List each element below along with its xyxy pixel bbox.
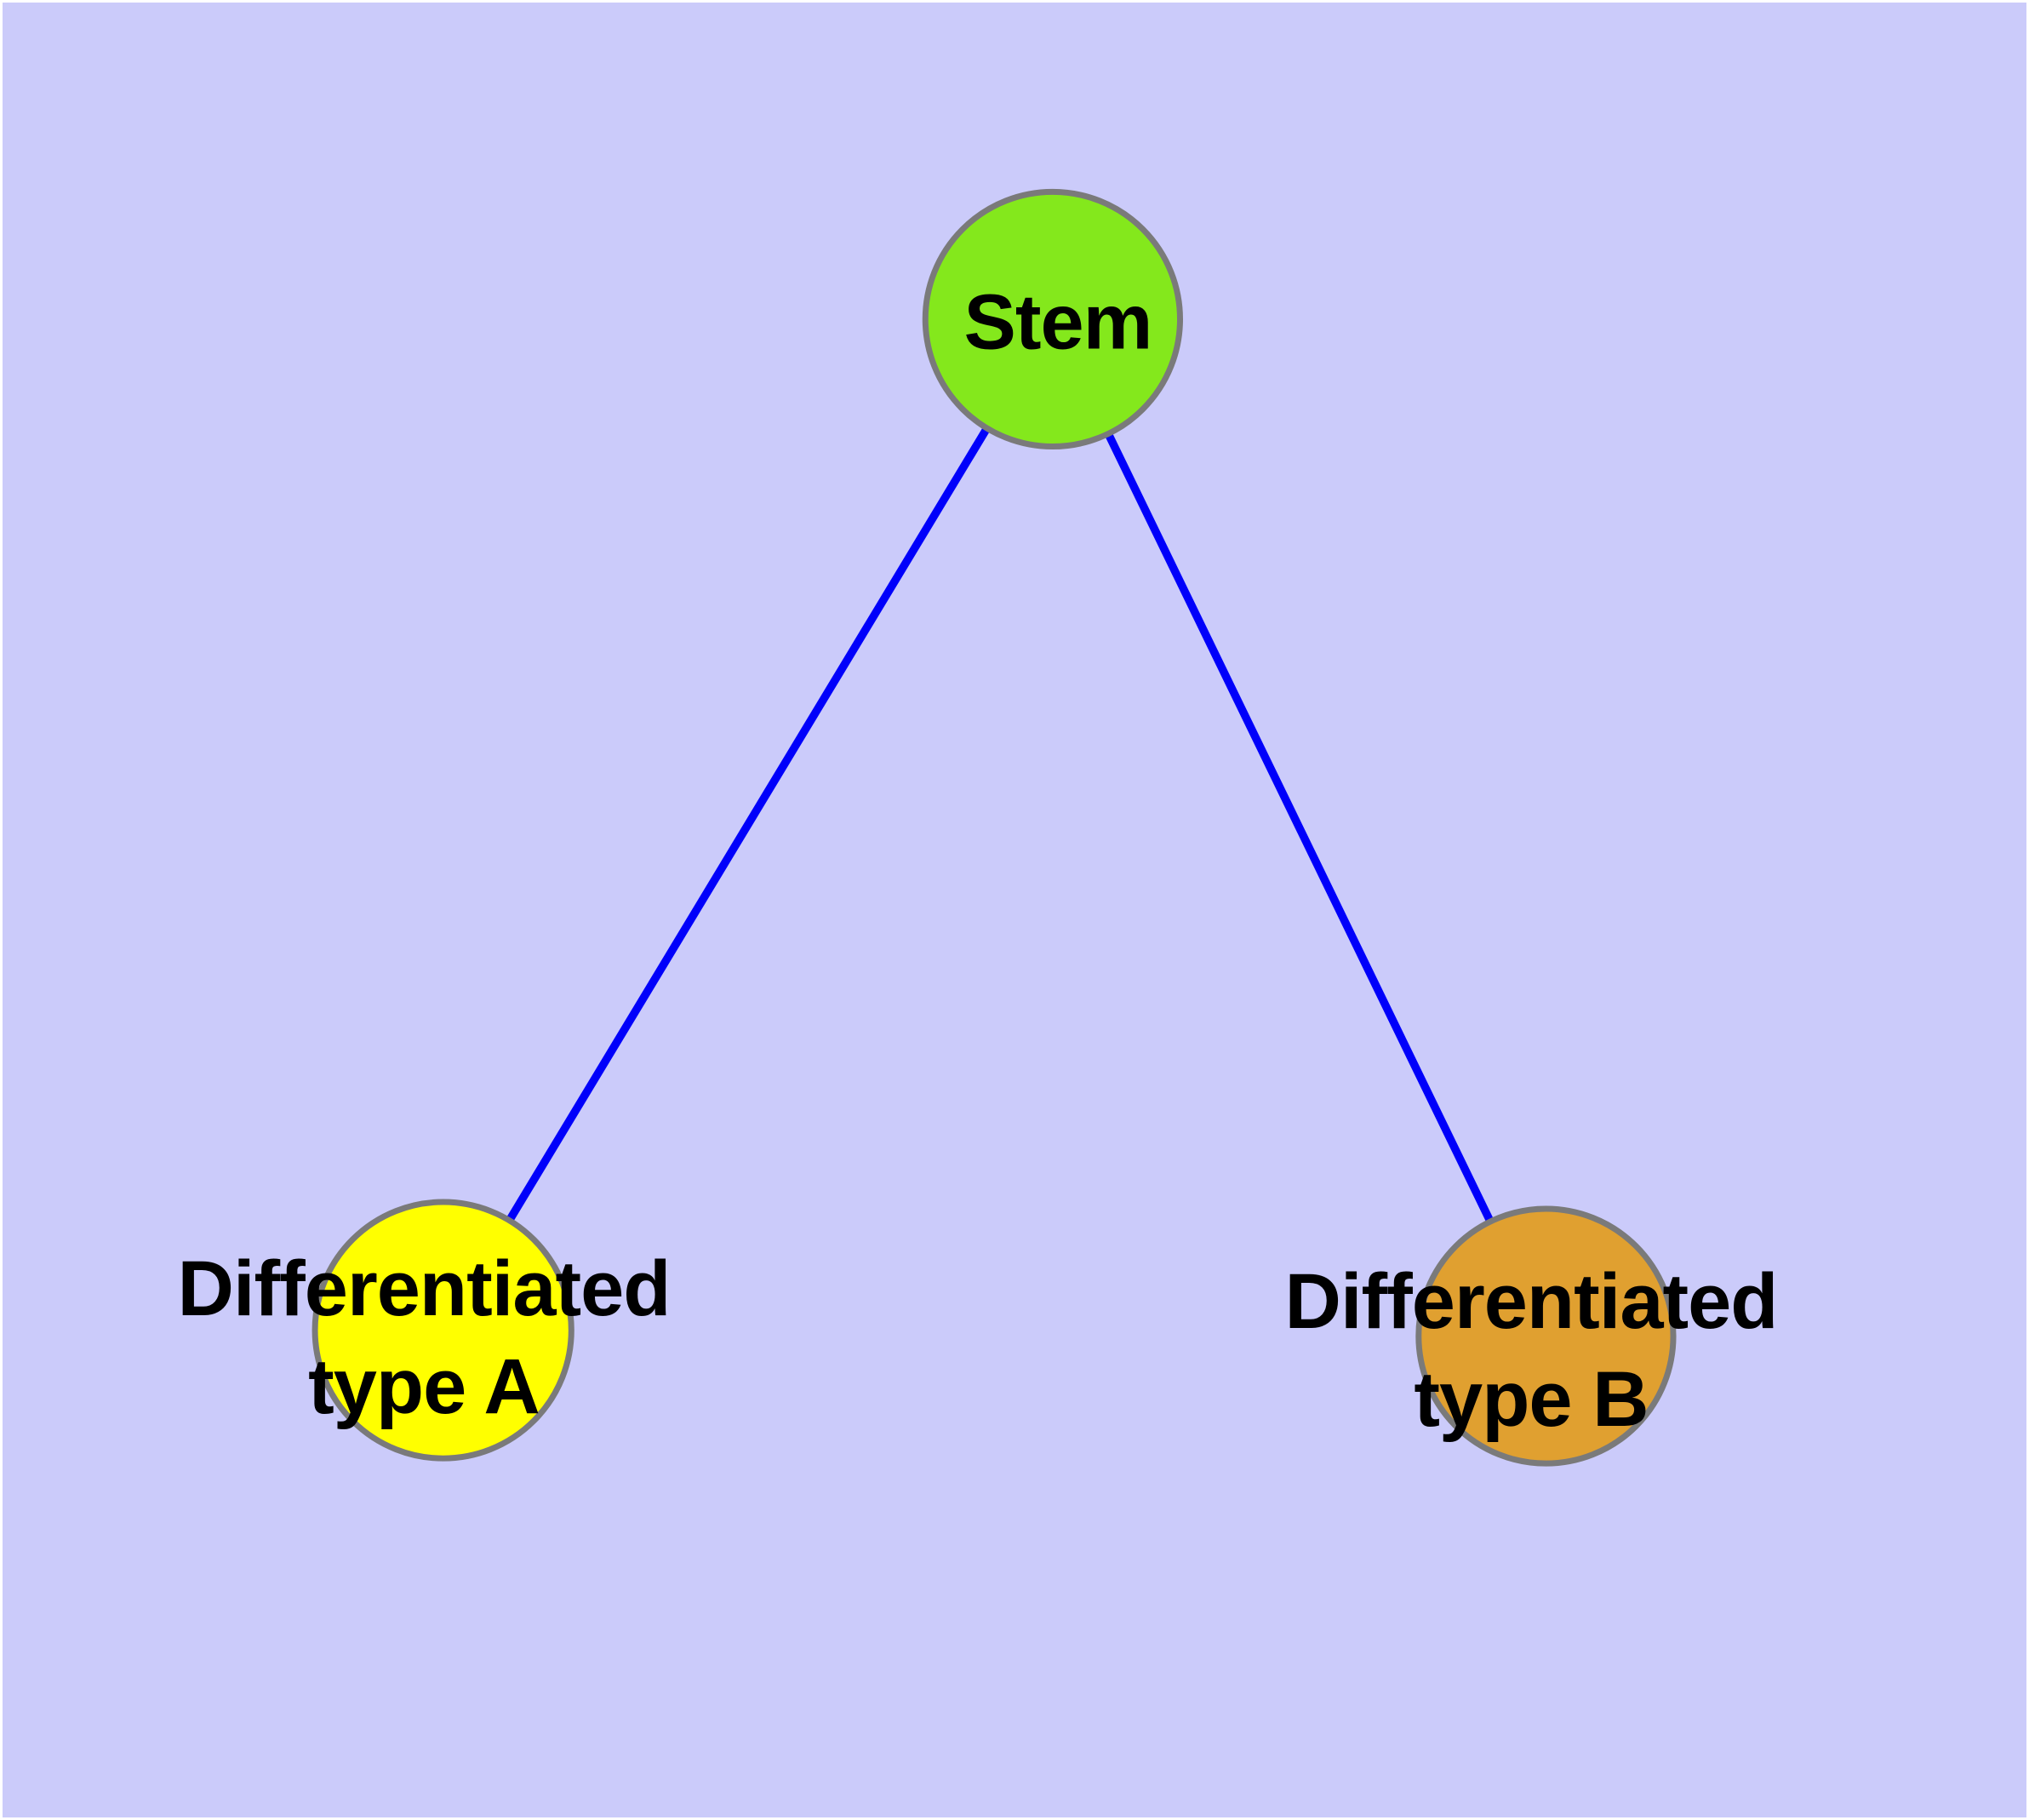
node-type-a-label-line-2: type A	[308, 1343, 540, 1430]
node-stem-circle	[922, 188, 1184, 450]
node-type-b-label-line-2: type B	[1414, 1356, 1649, 1443]
edge-stem-to-type-b	[1049, 317, 1550, 1338]
node-type-b-label-line-1: Differentiated	[1284, 1258, 1779, 1345]
node-type-a-circle	[311, 1199, 574, 1462]
node-stem-label-line: Stem	[963, 278, 1153, 366]
node-type-a-label-line-1: Differentiated	[177, 1245, 672, 1332]
edge-stem-to-type-a	[439, 317, 1056, 1333]
node-stem-label: Stem	[963, 274, 1153, 372]
node-type-b-label: Differentiated type B	[1284, 1253, 1779, 1449]
diagram-svg	[311, 188, 1677, 1467]
node-type-b-circle	[1415, 1205, 1677, 1467]
node-type-a-label: Differentiated type A	[177, 1240, 672, 1436]
